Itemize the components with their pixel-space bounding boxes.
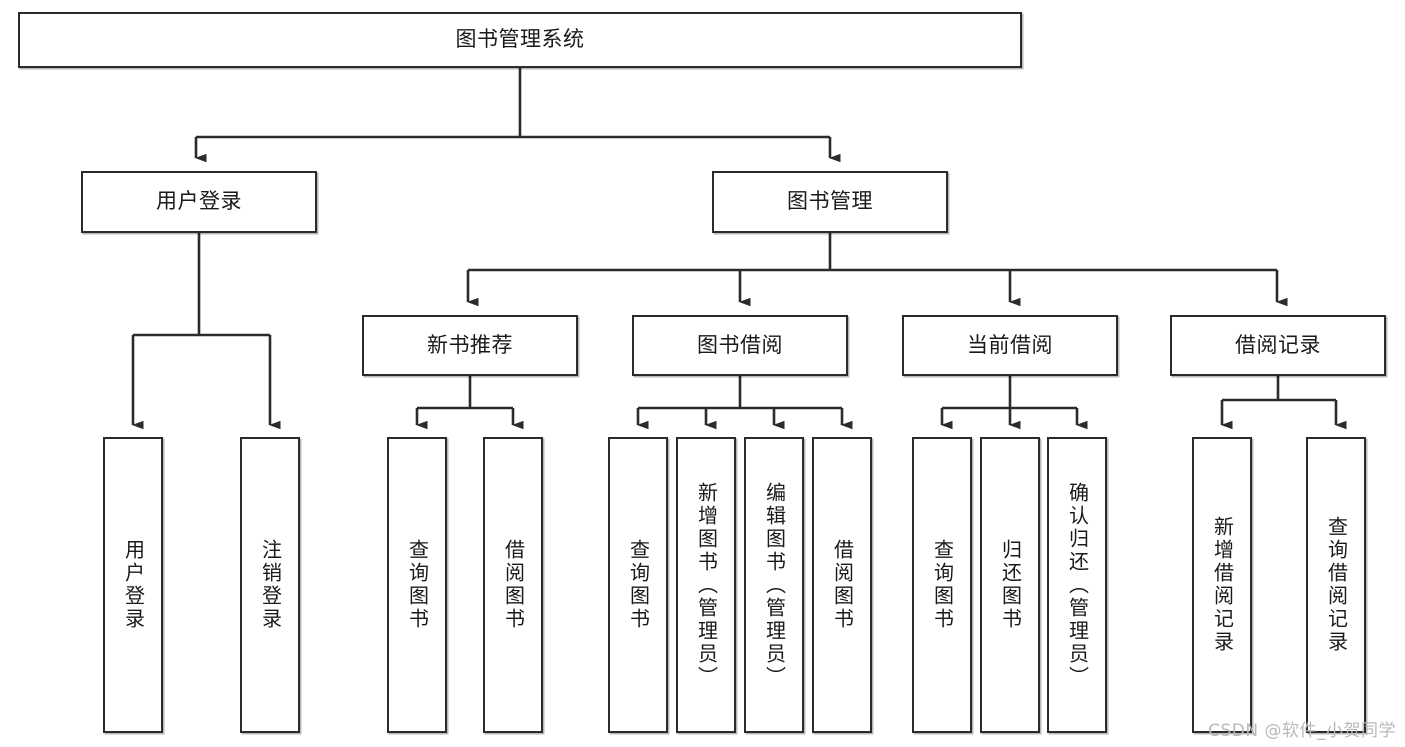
node-leaf-edit-book-label: 编辑图书（管理员） <box>762 481 787 689</box>
node-borrow-record[interactable]: 借阅记录 <box>1170 315 1386 376</box>
node-leaf-add-book-label: 新增图书（管理员） <box>694 481 719 689</box>
node-leaf-borrow-book-2-label: 借阅图书 <box>830 539 855 631</box>
node-user-login[interactable]: 用户登录 <box>81 171 317 233</box>
node-leaf-logout[interactable]: 注销登录 <box>240 437 300 733</box>
node-user-login-label: 用户登录 <box>156 189 242 214</box>
node-borrow-record-label: 借阅记录 <box>1235 332 1321 357</box>
node-leaf-query-book-3[interactable]: 查询图书 <box>912 437 972 733</box>
node-leaf-user-login-label: 用户登录 <box>121 539 146 631</box>
node-book-borrow-label: 图书借阅 <box>697 332 783 357</box>
node-root[interactable]: 图书管理系统 <box>18 12 1022 68</box>
node-leaf-add-record-label: 新增借阅记录 <box>1210 516 1235 654</box>
node-leaf-confirm-return-label: 确认归还（管理员） <box>1065 481 1090 689</box>
node-leaf-borrow-book-1-label: 借阅图书 <box>501 539 526 631</box>
node-leaf-query-record[interactable]: 查询借阅记录 <box>1306 437 1366 733</box>
node-leaf-query-book-3-label: 查询图书 <box>930 539 955 631</box>
node-leaf-edit-book[interactable]: 编辑图书（管理员） <box>744 437 804 733</box>
node-leaf-logout-label: 注销登录 <box>258 539 283 631</box>
node-book-management[interactable]: 图书管理 <box>712 171 948 233</box>
node-leaf-add-book[interactable]: 新增图书（管理员） <box>676 437 736 733</box>
node-book-management-label: 图书管理 <box>787 189 873 214</box>
node-leaf-return-book-label: 归还图书 <box>998 539 1023 631</box>
node-leaf-query-record-label: 查询借阅记录 <box>1324 516 1349 654</box>
node-leaf-query-book-1-label: 查询图书 <box>405 539 430 631</box>
node-leaf-query-book-2[interactable]: 查询图书 <box>608 437 668 733</box>
node-leaf-return-book[interactable]: 归还图书 <box>980 437 1040 733</box>
node-leaf-query-book-2-label: 查询图书 <box>626 539 651 631</box>
node-current-borrow-label: 当前借阅 <box>967 332 1053 357</box>
node-leaf-confirm-return[interactable]: 确认归还（管理员） <box>1047 437 1107 733</box>
node-book-borrow[interactable]: 图书借阅 <box>632 315 848 376</box>
node-new-book-recommend-label: 新书推荐 <box>427 332 513 357</box>
watermark-text: CSDN @软件_小贺同学 <box>1208 721 1396 741</box>
node-leaf-query-book-1[interactable]: 查询图书 <box>387 437 447 733</box>
node-current-borrow[interactable]: 当前借阅 <box>902 315 1118 376</box>
node-leaf-borrow-book-1[interactable]: 借阅图书 <box>483 437 543 733</box>
node-leaf-user-login[interactable]: 用户登录 <box>103 437 163 733</box>
node-root-label: 图书管理系统 <box>455 27 585 52</box>
node-new-book-recommend[interactable]: 新书推荐 <box>362 315 578 376</box>
node-leaf-borrow-book-2[interactable]: 借阅图书 <box>812 437 872 733</box>
node-leaf-add-record[interactable]: 新增借阅记录 <box>1192 437 1252 733</box>
